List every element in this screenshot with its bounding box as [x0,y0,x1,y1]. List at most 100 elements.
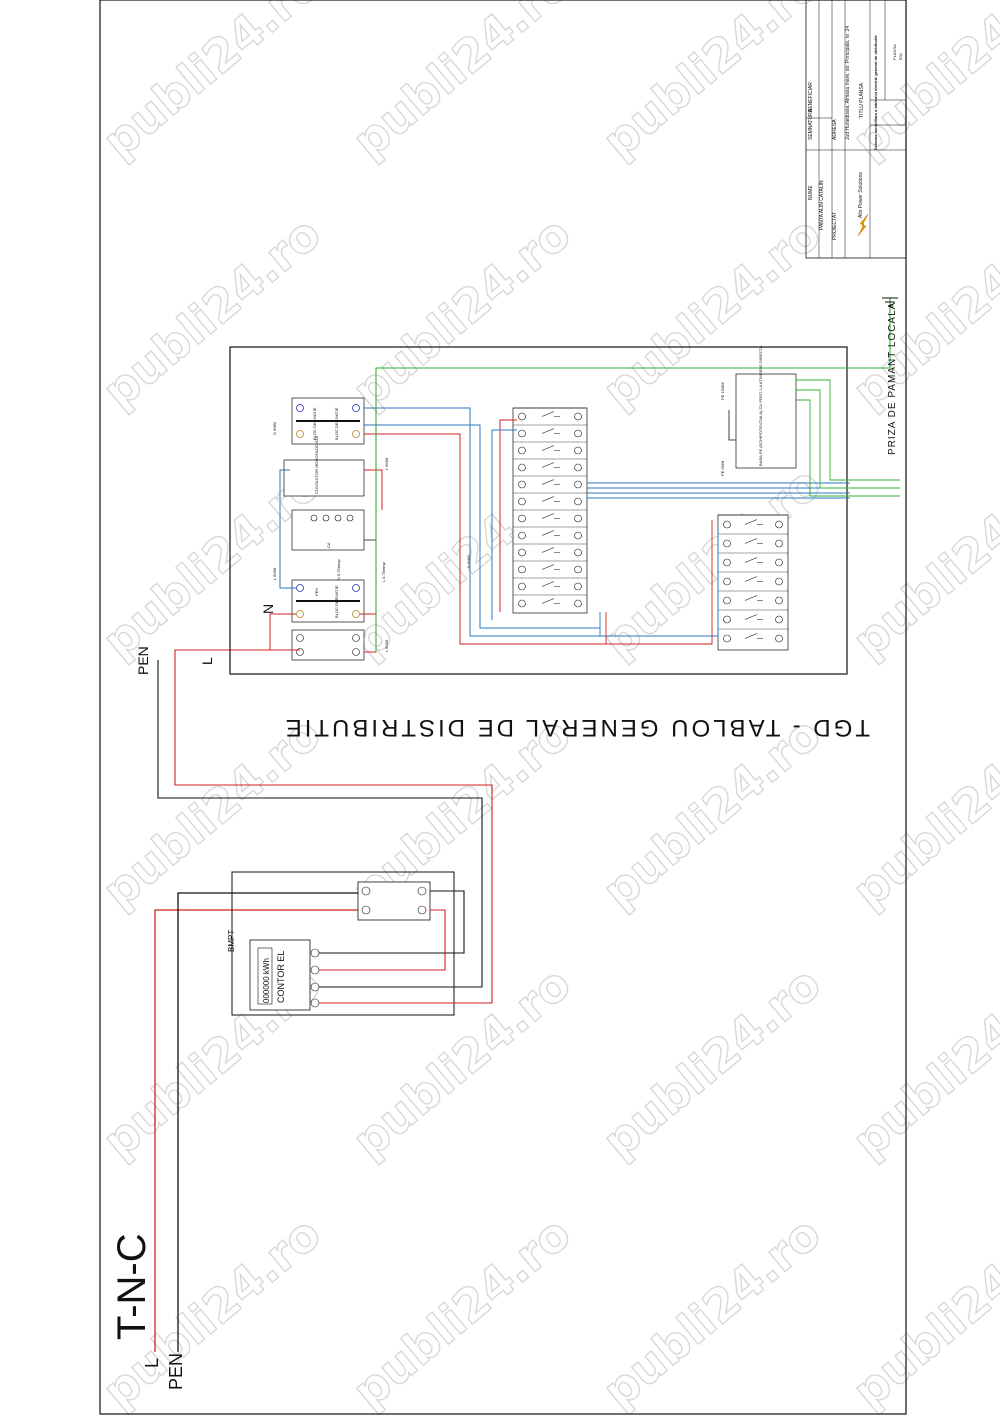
watermark-text: publi24.ro [592,0,830,168]
earth-bar-label: BARA PE (ECHIPOTENTIALA) CU PROT. LA ATI… [758,345,763,466]
breaker-terminal [723,520,731,529]
bmpt-box: BMPT 000000 kWh CONTOR EL [157,649,493,1016]
mid-breaker-column [512,407,588,614]
breaker-terminal [574,412,582,421]
title-cell-plansa-header: PLANSA [892,44,897,60]
tgd-enclosure: PEN L N TGD - TABLOU GENERAL DE DISTRIBU… [135,346,870,741]
breaker-terminal [775,634,783,643]
breaker-terminal [775,539,783,548]
breaker-terminal [775,596,783,605]
breaker-switch-symbol [541,445,560,451]
breaker-terminal [775,558,783,567]
breaker-terminal [723,577,731,586]
title-cell-firma: Alin Power Solutions [858,172,864,218]
title-cell-titlu: Schema monofilara a tabloului electric g… [873,35,878,150]
supply-lines: T-N-C L PEN [110,892,360,1390]
tnc-system-label: T-N-C [110,1233,154,1340]
watermark-text: publi24.ro [842,206,1000,418]
breaker-terminal [518,446,526,455]
breaker-switch-symbol [541,411,560,417]
breaker-terminal [723,558,731,567]
breaker-switch-symbol [744,576,763,582]
title-cell-proiectat: PROIECTAT [832,212,838,240]
breaker-switch-symbol [541,479,560,485]
breaker-terminal [775,577,783,586]
pe16-label: PE 16MM [720,382,725,400]
supply-pen-label: PEN [166,1353,186,1390]
wire-l075-label: L 0.75mmp [381,561,386,582]
breaker-terminal [518,429,526,438]
watermark-text: publi24.ro [842,956,1000,1168]
breaker-terminal [775,615,783,624]
breaker-switch-symbol [541,581,560,587]
breaker-terminal [574,531,582,540]
breaker-terminal [518,531,526,540]
breaker-terminal [574,446,582,455]
title-cell-titlu-header: TITLU PLANSA [859,82,865,118]
contactor [283,459,365,497]
ground-symbol-icon [882,297,898,307]
tgd-n-label: N [260,604,276,614]
breaker-switch-symbol [744,595,763,601]
breaker-terminal [574,599,582,608]
wire-l6c-label: L 6MM [384,640,389,652]
watermark-text: publi24.ro [342,0,580,168]
title-cell-semnatura: SEMNATURA [808,108,814,140]
right-breaker-column [717,514,789,651]
watermark-text: publi24.ro [842,1206,1000,1415]
pe6-label: PE 6MM [720,461,725,476]
breaker-terminal [574,565,582,574]
bloc-derivatie-n-label: BLOC DERIVATIE [312,407,317,440]
tgd-title: TGD - TABLOU GENERAL DE DISTRIBUTIE [283,714,870,741]
breaker-switch-symbol [541,513,560,519]
wire-l6-label: L 6MM [384,458,389,470]
wire-n6-label: N 6MM [272,422,277,435]
wire-n075-label: N 0.75mmp [336,559,341,580]
title-cell-plansa: E01 [898,52,903,60]
title-block: SEMNATURA BENEFICIAR NUME PANTA ALIN CAT… [805,0,907,259]
bmpt-label: BMPT [227,930,236,952]
breaker-switch-symbol [744,557,763,563]
title-cell-beneficiar: BENEFICIAR [808,82,814,112]
wire-l6b-label: L 6MM [272,568,277,580]
watermark-text: publi24.ro [592,956,830,1168]
watermark-text: publi24.ro [592,1206,830,1415]
main-tgd-breaker [291,629,365,661]
wire-n6b-label: N 6MM [466,555,471,568]
breaker-switch-symbol [744,633,763,639]
bloc-derivatie-pen-label: BLOC DERIVATIE [334,585,339,618]
breaker-terminal [574,429,582,438]
breaker-terminal [518,463,526,472]
watermark-text: publi24.ro [342,206,580,418]
breaker-switch-symbol [744,519,763,525]
breaker-terminal [574,480,582,489]
watermark-text: publi24.ro [842,0,1000,168]
breaker-switch-symbol [744,614,763,620]
main-breaker-box [357,881,431,921]
watermark-text: publi24.ro [92,206,330,418]
watermark-text: publi24.ro [92,0,330,168]
watermark-text: publi24.ro [342,1206,580,1415]
earth-bar: BARA PE (ECHIPOTENTIALA) CU PROT. LA ATI… [375,297,900,652]
breaker-terminal [574,514,582,523]
breaker-switch-symbol [744,538,763,544]
breaker-terminal [518,514,526,523]
energy-meter [249,939,311,1011]
breaker-terminal [518,582,526,591]
bloc-derivatie-l-label: BLOC DERIVATIE [334,407,339,440]
breaker-terminal [723,634,731,643]
supply-l-label: L [142,1358,162,1368]
breaker-switch-symbol [541,530,560,536]
breaker-terminal [518,548,526,557]
lightning-logo-icon [857,213,869,237]
breaker-terminal [723,539,731,548]
title-cell-nume-header: NUME [808,185,814,200]
breaker-switch-symbol [541,496,560,502]
breaker-terminal [723,615,731,624]
tgd-pen-label: PEN [135,646,151,675]
breaker-switch-symbol [541,547,560,553]
breaker-switch-symbol [541,564,560,570]
title-cell-adresa-header: ADRESA [832,119,838,140]
tgd-left-devices: BLOC DERIVATIE BLOC DERIVATIE CONTACTOR … [269,397,612,661]
